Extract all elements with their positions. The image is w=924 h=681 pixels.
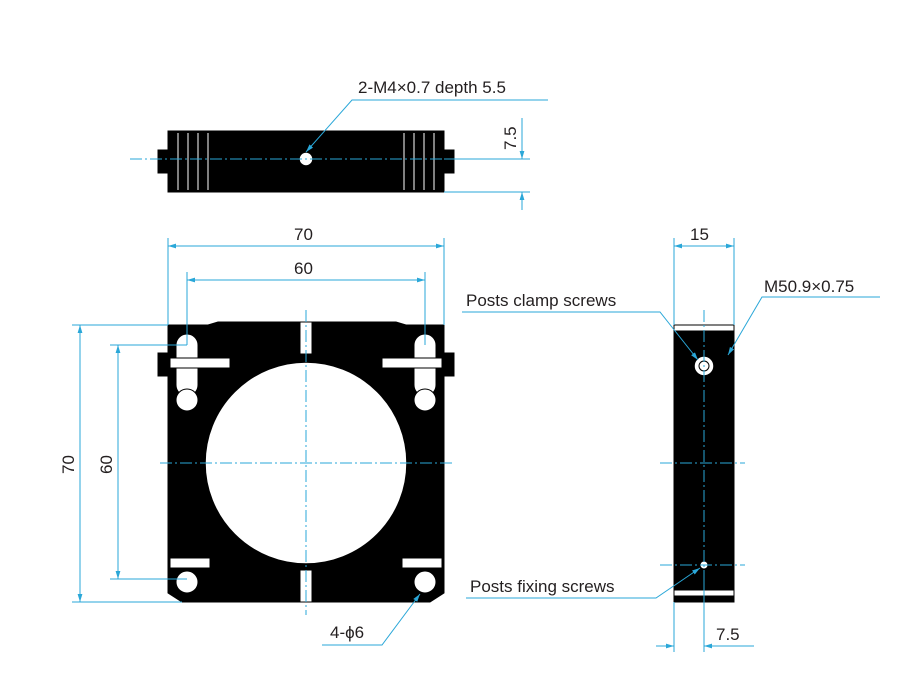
side-thread-label: M50.9×0.75 [764, 277, 854, 296]
top-left-screw-head [157, 149, 171, 174]
side-width-label: 15 [690, 225, 709, 244]
fixing-screws-label: Posts fixing screws [470, 577, 615, 596]
clamp-screws-leader [462, 311, 699, 361]
top-height-label: 7.5 [501, 126, 520, 150]
left-bottom-hole [175, 570, 199, 594]
front-width-outer-label: 70 [294, 225, 313, 244]
front-left-screw-head [157, 352, 171, 377]
fixing-screws-leader [466, 567, 701, 599]
right-clamp-screw [381, 357, 443, 369]
top-hole-label: 2-M4×0.7 depth 5.5 [358, 78, 506, 97]
front-height-outer-label: 70 [59, 455, 78, 474]
side-thread-leader [727, 296, 880, 356]
bottom-holes-label: 4-ϕ6 [330, 623, 364, 642]
top-hole-leader [305, 99, 548, 153]
left-clamp-screw [169, 357, 231, 369]
front-view: 70 60 70 60 4-ϕ6 [59, 225, 455, 646]
front-height-inner-label: 60 [97, 455, 116, 474]
left-mount-hole [175, 388, 199, 412]
top-right-screw-head [441, 149, 455, 174]
top-view: 2-M4×0.7 depth 5.5 7.5 [130, 78, 548, 210]
front-right-screw-head [441, 352, 455, 377]
front-width-inner-label: 60 [294, 259, 313, 278]
right-mount-hole [413, 388, 437, 412]
side-bottom-label: 7.5 [716, 625, 740, 644]
bottom-holes-leader [322, 593, 421, 646]
side-view: 15 M50.9×0.75 Posts clamp screws Posts f… [462, 225, 880, 652]
right-fixing-screw [401, 557, 443, 569]
right-bottom-hole [413, 570, 437, 594]
clamp-screws-label: Posts clamp screws [466, 291, 616, 310]
left-fixing-screw [169, 557, 211, 569]
